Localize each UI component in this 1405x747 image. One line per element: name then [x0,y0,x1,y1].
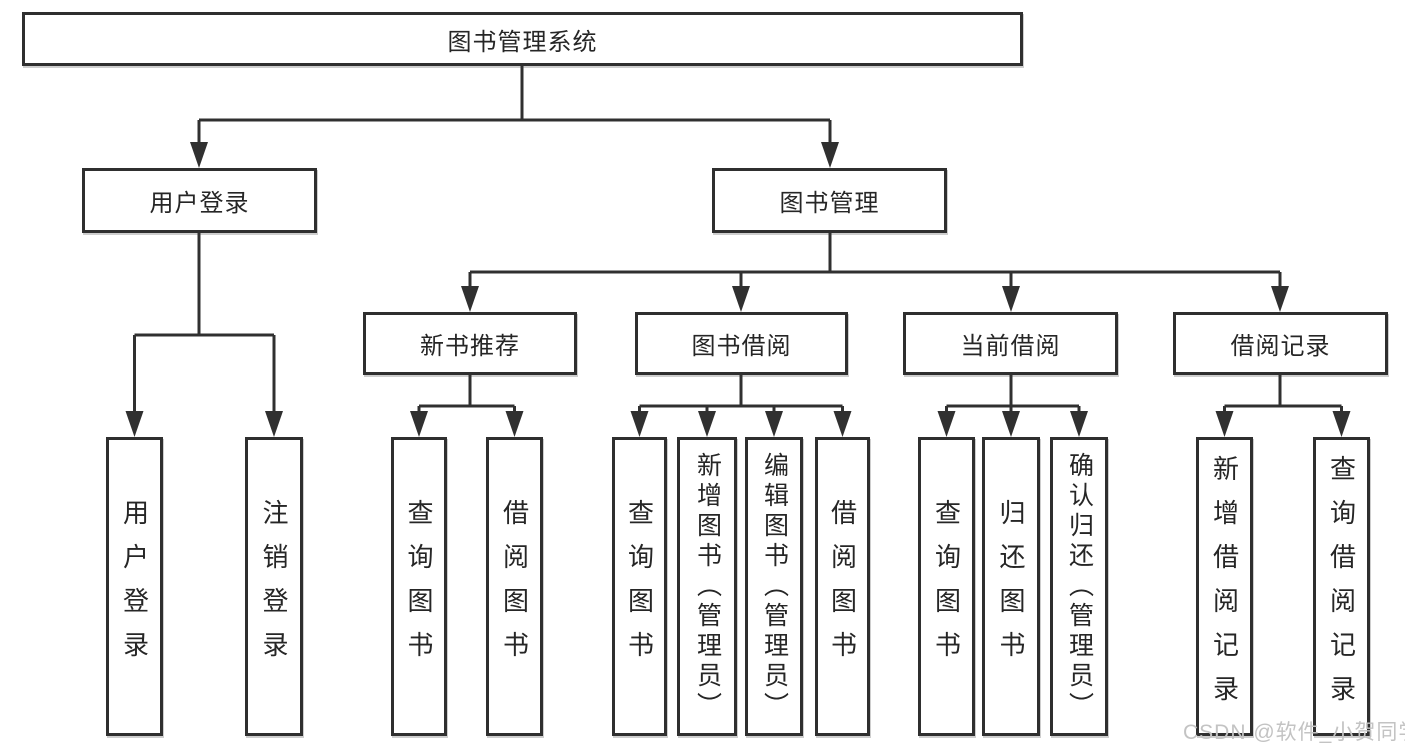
node-current-borrowing: 当前借阅 [903,312,1118,375]
leaf-confirm-return-admin: 确认归还（管理员） [1050,437,1108,736]
leaf-edit-book-admin: 编辑图书（管理员） [745,437,803,736]
leaf-logout: 注销登录 [245,437,303,736]
leaf-borrow-books-borrowing: 借阅图书 [815,437,870,736]
leaf-query-books-recommend: 查询图书 [391,437,447,736]
node-book-borrowing: 图书借阅 [635,312,848,375]
leaf-return-books: 归还图书 [982,437,1040,736]
node-borrowing-records: 借阅记录 [1173,312,1388,375]
leaf-borrow-books-recommend: 借阅图书 [486,437,543,736]
watermark: CSDN @软件_小贺同学 [1183,721,1405,744]
node-root: 图书管理系统 [22,12,1023,66]
node-new-book-recommendation: 新书推荐 [363,312,577,375]
leaf-query-books-borrowing: 查询图书 [612,437,667,736]
node-book-management-branch: 图书管理 [712,168,947,233]
leaf-query-books-current: 查询图书 [918,437,975,736]
node-user-login-branch: 用户登录 [82,168,317,233]
leaf-add-book-admin: 新增图书（管理员） [677,437,737,736]
leaf-user-login: 用户登录 [106,437,163,736]
leaf-query-borrow-record: 查询借阅记录 [1313,437,1370,736]
leaf-add-borrow-record: 新增借阅记录 [1196,437,1253,736]
